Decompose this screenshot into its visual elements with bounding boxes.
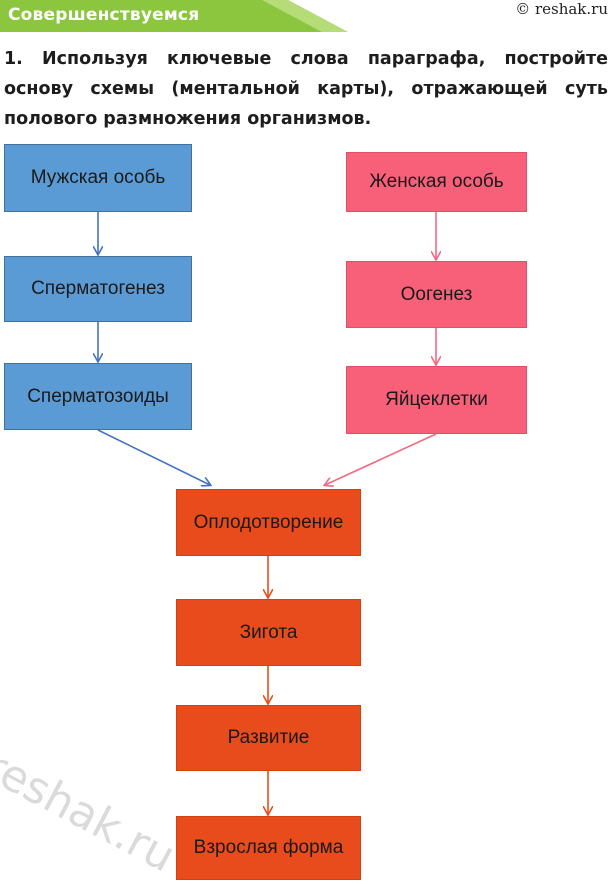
arrow-female-3 [325, 433, 437, 485]
node-female-individual: Женская особь [346, 152, 527, 212]
node-spermatozoa: Сперматозоиды [4, 363, 192, 430]
task-text: 1. Используя ключевые слова параграфа, п… [4, 49, 608, 129]
node-zygote: Зигота [176, 599, 361, 666]
node-fertilization: Оплодотворение [176, 489, 361, 556]
node-spermatogenesis: Сперматогенез [4, 256, 192, 322]
node-adult-form: Взрослая форма [176, 816, 361, 880]
node-oogenesis: Оогенез [346, 261, 527, 328]
node-male-individual: Мужская особь [4, 144, 192, 212]
node-egg-cells: Яйцеклетки [346, 366, 527, 434]
copyright-note: © reshak.ru [515, 0, 608, 18]
node-development: Развитие [176, 705, 361, 771]
arrow-male-3 [97, 429, 210, 485]
section-banner [0, 0, 348, 32]
section-title: Совершенствуемся [8, 5, 200, 25]
